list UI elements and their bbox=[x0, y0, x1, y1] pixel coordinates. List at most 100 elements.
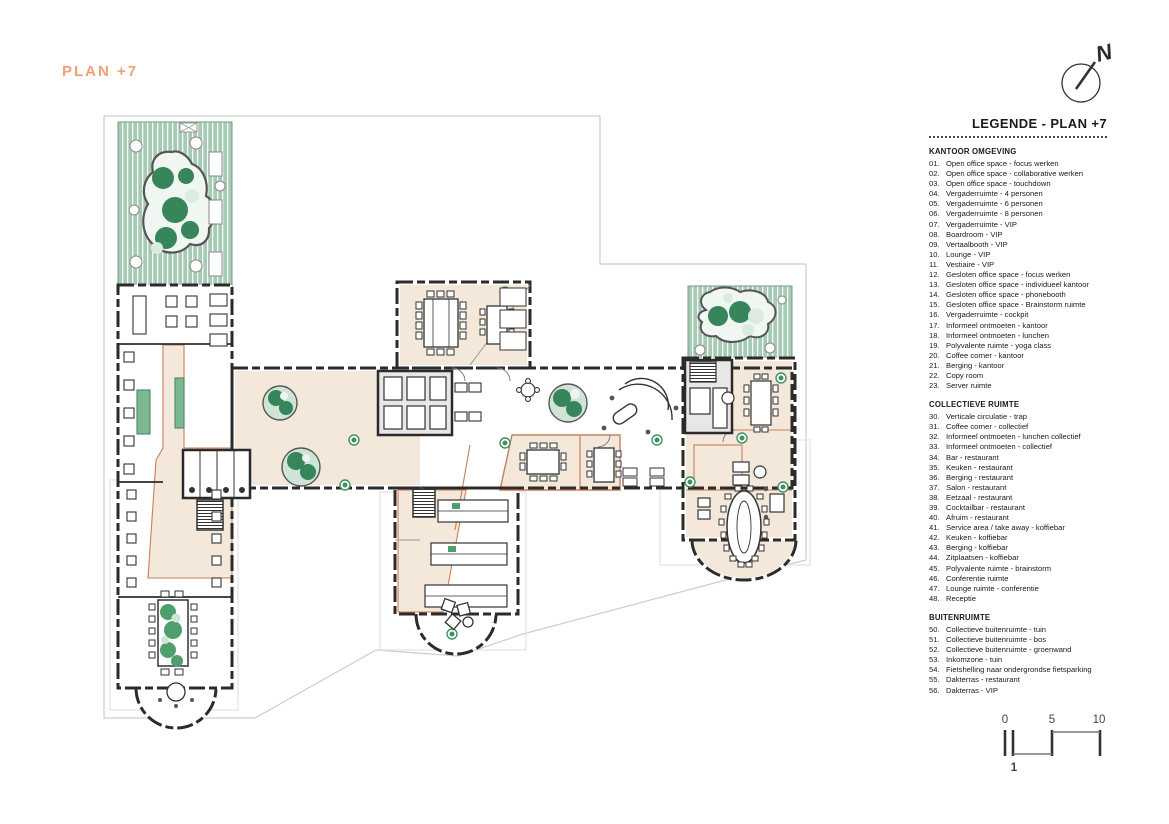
legend-item-label: Collectieve buitenruimte - bos bbox=[946, 635, 1047, 645]
legend-item-label: Vergaderruimte - cockpit bbox=[946, 310, 1029, 320]
legend-item: 46. Conferentie ruimte bbox=[929, 574, 1107, 584]
legend-item-label: Bar - restaurant bbox=[946, 452, 999, 462]
page-title: PLAN +7 bbox=[62, 63, 139, 80]
legend-item-number: 39. bbox=[929, 503, 940, 512]
legend-item-number: 05. bbox=[929, 199, 940, 209]
scale-bar: 0 5 10 1 bbox=[1002, 714, 1106, 774]
north-arrow-icon: N bbox=[1061, 38, 1116, 103]
garden-terrace-left bbox=[117, 121, 233, 289]
legend-item-label: Boardroom - VIP bbox=[946, 229, 1003, 239]
legend-item-label: Server ruimte bbox=[946, 381, 992, 391]
legend-item-label: Coffee corner - kantoor bbox=[946, 350, 1024, 360]
stair-core bbox=[412, 488, 436, 518]
legend-list: 01. Open office space - focus werken 02.… bbox=[929, 159, 1107, 391]
legend-item-label: Receptie bbox=[946, 593, 976, 603]
legend-item: 22. Copy room bbox=[929, 371, 1107, 381]
legend-item: 21. Berging - kantoor bbox=[929, 361, 1107, 371]
legend-item-label: Gesloten office space - Brainstorm ruimt… bbox=[946, 300, 1086, 310]
legend-item-number: 35. bbox=[929, 462, 940, 472]
legend-item-number: 18. bbox=[929, 330, 940, 340]
legend-item: 50. Collectieve buitenruimte - tuin bbox=[929, 625, 1107, 635]
legend-item: 01. Open office space - focus werken bbox=[929, 159, 1107, 169]
legend-item-label: Copy room bbox=[946, 370, 984, 380]
legend-item-number: 43. bbox=[929, 543, 940, 553]
legend-item: 41. Service area / take away - koffiebar bbox=[929, 523, 1107, 533]
legend-item-number: 19. bbox=[929, 340, 940, 350]
legend-item: 05. Vergaderruimte - 6 personen bbox=[929, 199, 1107, 209]
legend-item: 43. Berging - koffiebar bbox=[929, 543, 1107, 553]
legend-item-number: 01. bbox=[929, 159, 940, 168]
legend-item-label: Informeel ontmoeten - lunchen collectief bbox=[946, 432, 1081, 442]
legend-item-label: Vergaderruimte - 6 personen bbox=[946, 199, 1043, 209]
legend-item: 36. Berging - restaurant bbox=[929, 473, 1107, 483]
legend-item-label: Open office space - collaborative werken bbox=[946, 169, 1084, 179]
legend-item-label: Cocktailbar - restaurant bbox=[946, 503, 1025, 512]
legend-item-number: 16. bbox=[929, 310, 940, 320]
legend-item-number: 30. bbox=[929, 412, 940, 422]
legend-item-label: Gesloten office space - individueel kant… bbox=[946, 280, 1089, 290]
legend-item: 35. Keuken - restaurant bbox=[929, 463, 1107, 473]
legend-item-label: Vestiaire - VIP bbox=[946, 259, 995, 269]
legend-item-number: 09. bbox=[929, 239, 940, 249]
legend-item: 30. Verticale circulatie - trap bbox=[929, 412, 1107, 422]
legend-item-label: Inkomzone - tuin bbox=[946, 655, 1003, 665]
scale-label-10: 10 bbox=[1093, 714, 1106, 726]
legend-item-number: 54. bbox=[929, 665, 940, 675]
north-label: N bbox=[1093, 38, 1116, 66]
legend-item-label: Vergaderruimte - 8 personen bbox=[946, 209, 1043, 219]
legend-item: 33. Informeel ontmoeten - collectief bbox=[929, 442, 1107, 452]
legend-section-buiten: BUITENRUIMTE 50. Collectieve buitenruimt… bbox=[929, 613, 1107, 696]
legend-item: 55. Dakterras - restaurant bbox=[929, 675, 1107, 685]
legend-item-number: 40. bbox=[929, 513, 940, 523]
legend-list: 50. Collectieve buitenruimte - tuin 51. … bbox=[929, 625, 1107, 696]
legend-list: 30. Verticale circulatie - trap 31. Coff… bbox=[929, 412, 1107, 604]
boardroom-oval-table bbox=[718, 485, 770, 568]
legend: LEGENDE - PLAN +7 KANTOOR OMGEVING 01. O… bbox=[929, 116, 1107, 696]
legend-item-label: Polyvalente ruimte - yoga class bbox=[946, 340, 1052, 350]
apse-table bbox=[158, 597, 474, 708]
legend-item-label: Informeel ontmoeten - collectief bbox=[946, 442, 1052, 452]
legend-item: 02. Open office space - collaborative we… bbox=[929, 169, 1107, 179]
legend-item-label: Open office space - touchdown bbox=[946, 179, 1051, 189]
legend-item-label: Gesloten office space - phonebooth bbox=[946, 290, 1066, 300]
legend-item-label: Collectieve buitenruimte - tuin bbox=[946, 624, 1047, 634]
legend-item: 39. Cocktailbar - restaurant bbox=[929, 503, 1107, 513]
legend-item: 08. Boardroom - VIP bbox=[929, 230, 1107, 240]
legend-item: 47. Lounge ruimte - conferentie bbox=[929, 584, 1107, 594]
legend-item-label: Eetzaal - restaurant bbox=[946, 492, 1013, 502]
legend-item-label: Berging - kantoor bbox=[946, 360, 1005, 370]
meeting-table bbox=[519, 442, 665, 487]
legend-item-label: Coffee corner - collectief bbox=[946, 422, 1029, 432]
legend-item: 09. Vertaalbooth - VIP bbox=[929, 240, 1107, 250]
legend-item-number: 03. bbox=[929, 179, 940, 189]
legend-item-number: 53. bbox=[929, 655, 940, 665]
legend-section-heading: COLLECTIEVE RUIMTE bbox=[929, 400, 1020, 410]
legend-item: 14. Gesloten office space - phonebooth bbox=[929, 290, 1107, 300]
legend-item: 38. Eetzaal - restaurant bbox=[929, 493, 1107, 503]
left-wing-furniture bbox=[123, 293, 228, 588]
legend-item: 20. Coffee corner - kantoor bbox=[929, 351, 1107, 361]
legend-item: 54. Fietshelling naar ondergrondse fiets… bbox=[929, 665, 1107, 675]
legend-section-heading: KANTOOR OMGEVING bbox=[929, 147, 1017, 156]
legend-item-number: 22. bbox=[929, 370, 940, 380]
legend-item-label: Berging - restaurant bbox=[946, 472, 1014, 482]
garden-terrace-right bbox=[687, 285, 793, 363]
legend-item-label: Vergaderruimte - 4 personen bbox=[946, 189, 1043, 199]
legend-item-number: 42. bbox=[929, 533, 940, 543]
legend-item: 40. Afruim - restaurant bbox=[929, 513, 1107, 523]
legend-item-number: 45. bbox=[929, 563, 940, 573]
legend-item: 48. Receptie bbox=[929, 594, 1107, 604]
legend-item: 45. Polyvalente ruimte - brainstorm bbox=[929, 564, 1107, 574]
legend-item-number: 51. bbox=[929, 635, 940, 645]
legend-item: 52. Collectieve buitenruimte - groenwand bbox=[929, 645, 1107, 655]
legend-item-number: 10. bbox=[929, 249, 940, 259]
legend-item-label: Service area / take away - koffiebar bbox=[946, 523, 1065, 533]
legend-item: 13. Gesloten office space - individueel … bbox=[929, 280, 1107, 290]
legend-item-label: Vergaderruimte - VIP bbox=[946, 219, 1017, 229]
scale-label-0: 0 bbox=[1002, 714, 1008, 726]
legend-item-label: Afruim - restaurant bbox=[946, 513, 1009, 523]
legend-item: 07. Vergaderruimte - VIP bbox=[929, 220, 1107, 230]
legend-item: 32. Informeel ontmoeten - lunchen collec… bbox=[929, 432, 1107, 442]
conference-table bbox=[415, 287, 527, 356]
